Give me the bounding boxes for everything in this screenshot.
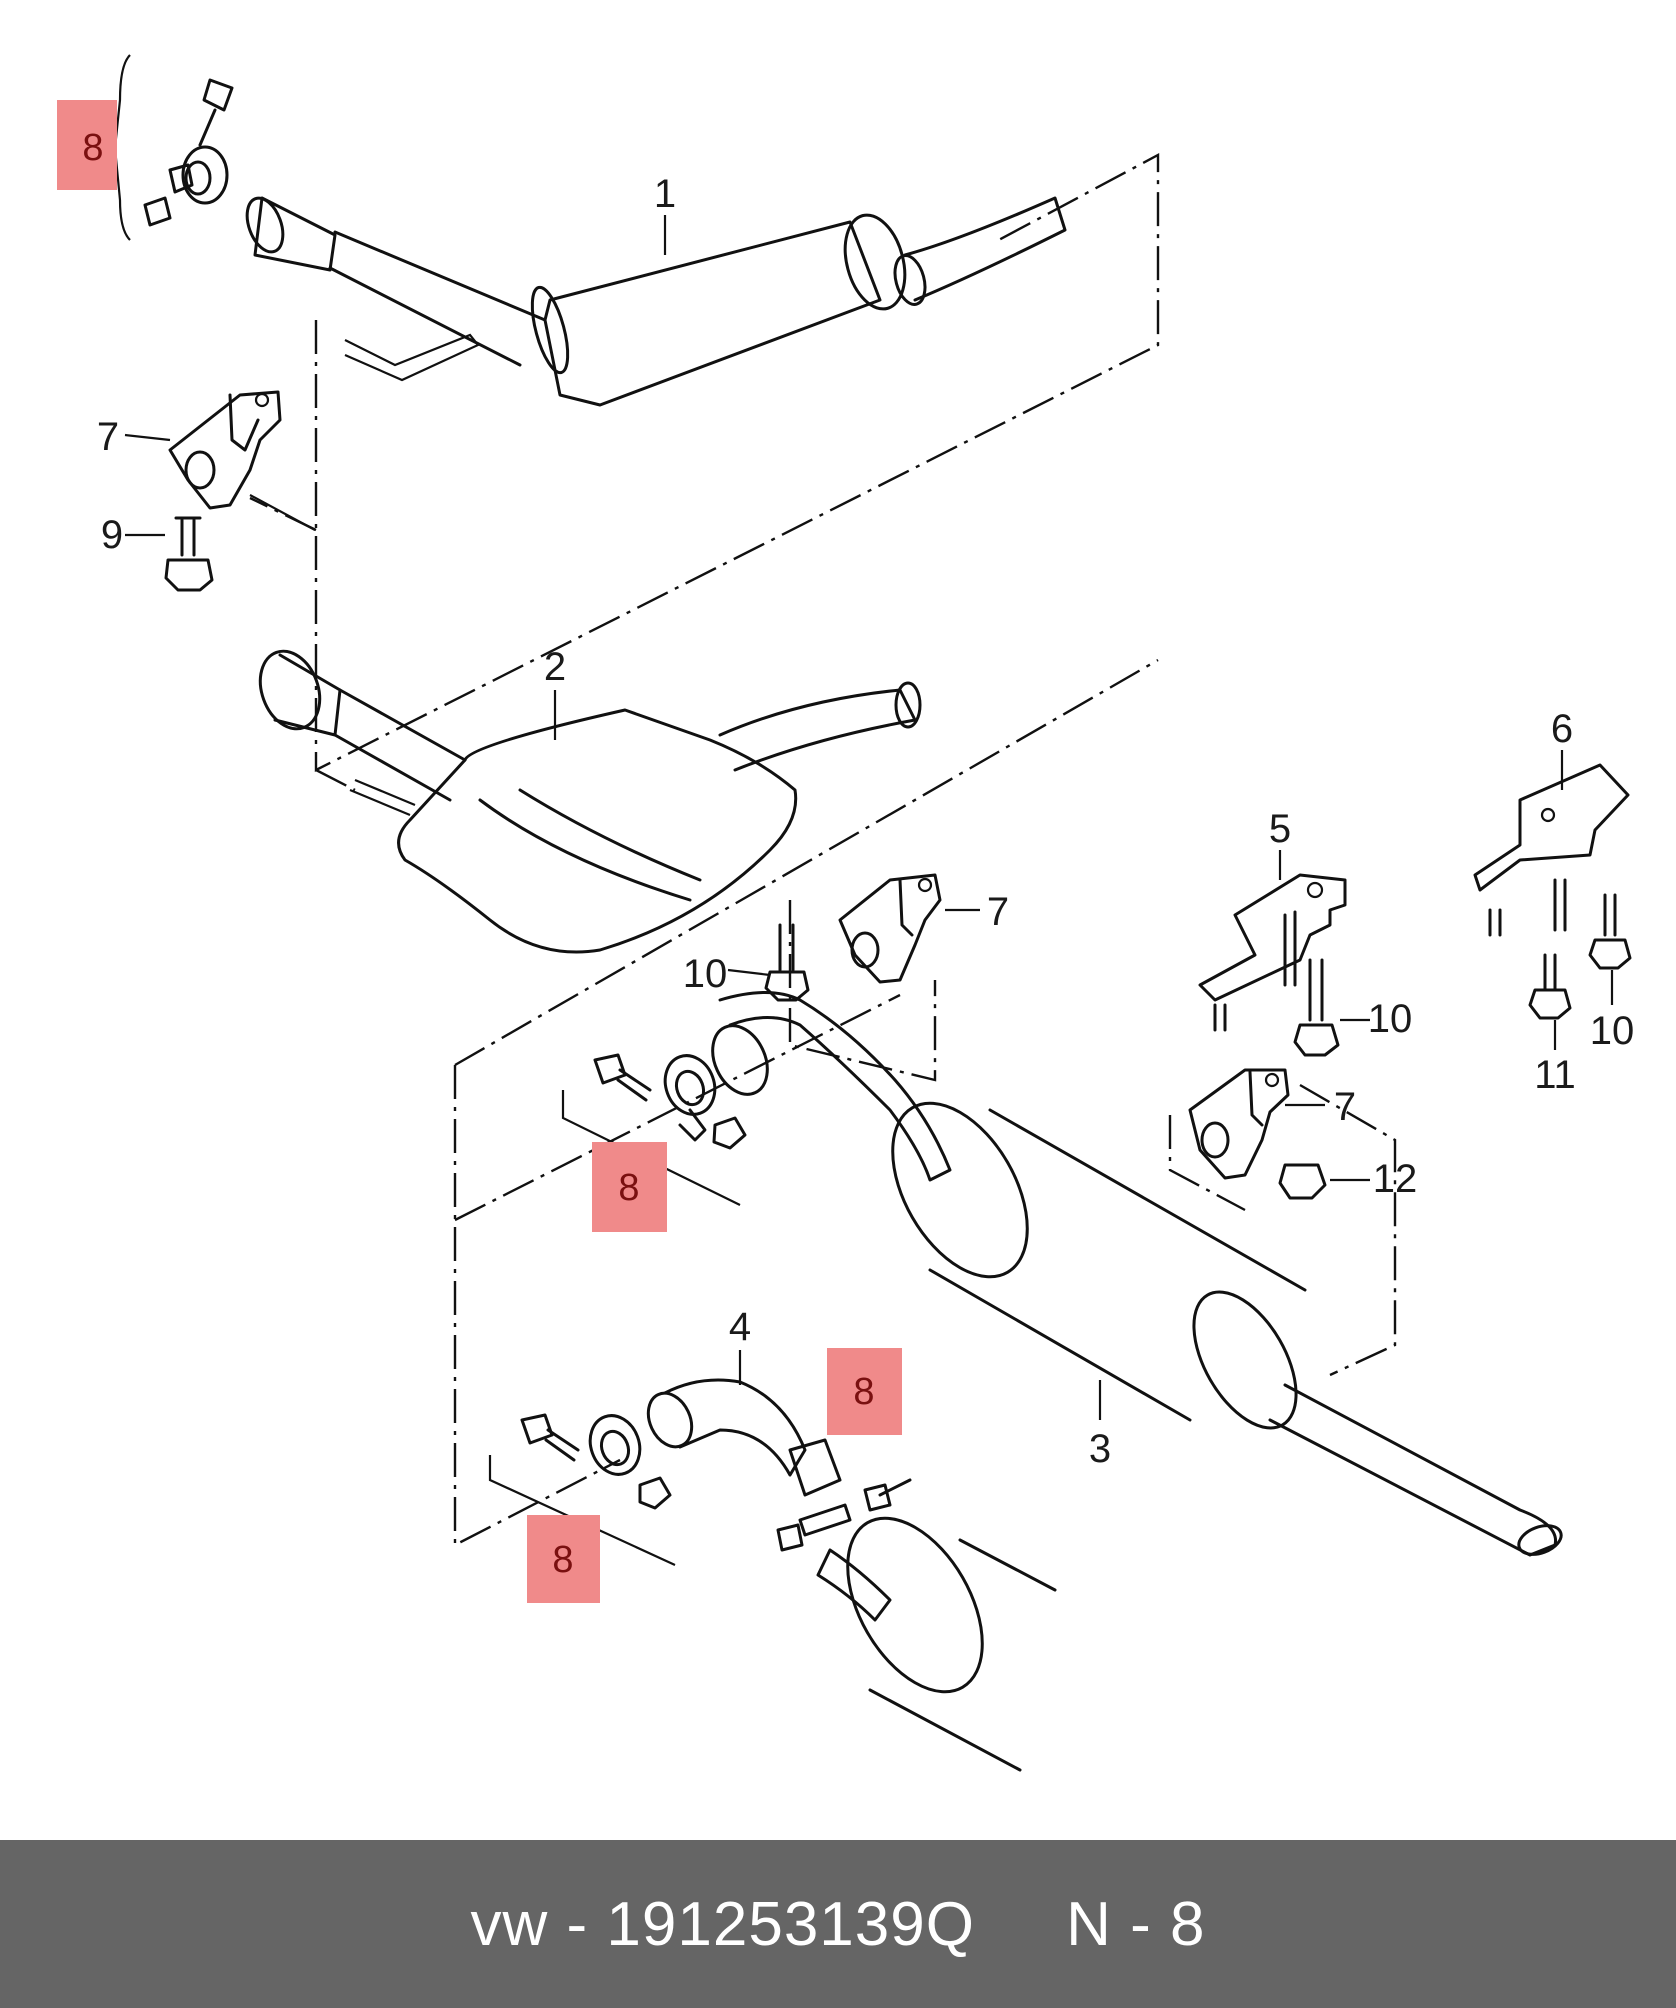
part-4-connecting-pipe — [646, 1378, 1057, 1772]
part-5-bracket — [1198, 873, 1347, 1057]
callout-10-bracket-6: 10 — [1590, 1009, 1635, 1053]
highlight-8-right: 8 — [827, 1348, 902, 1435]
callout-7-middle: 7 — [987, 890, 1009, 934]
assembly-guide-lines — [249, 152, 1397, 1547]
exhaust-diagram: 1 2 3 4 5 6 7 7 7 9 10 10 10 10 11 12 8 … — [57, 54, 1634, 1772]
highlight-8-lower: 8 — [527, 1515, 600, 1603]
brand-label: vw — [470, 1889, 549, 1959]
diagram-position: N - 8 — [1066, 1889, 1206, 1959]
footer-caption: vw - 191253139Q N - 8 — [471, 1889, 1206, 1960]
clamp-middle — [561, 1053, 747, 1206]
leader-lines — [124, 215, 1614, 1420]
callout-1: 1 — [654, 172, 676, 216]
part-1-front-muffler — [245, 196, 1067, 407]
callout-7-lower: 7 — [1334, 1085, 1356, 1129]
svg-text:8: 8 — [618, 1167, 639, 1209]
highlight-8-middle: 8 — [592, 1142, 667, 1232]
callout-labels: 1 2 3 4 5 6 7 7 7 9 10 10 10 10 11 12 — [97, 172, 1634, 1471]
svg-text:8: 8 — [853, 1371, 874, 1413]
callout-9: 9 — [101, 513, 123, 557]
callout-2: 2 — [544, 645, 566, 689]
part-6-bracket — [1473, 763, 1632, 1020]
callout-12: 12 — [1373, 1157, 1418, 1201]
callout-11: 11 — [1534, 1053, 1576, 1097]
hanger-7-middle — [764, 873, 942, 1002]
separator: - — [566, 1889, 589, 1959]
hanger-7-top — [164, 390, 316, 592]
callout-4: 4 — [729, 1305, 751, 1349]
callout-7-top: 7 — [97, 415, 119, 459]
exhaust-parts-drawing: 1 2 3 4 5 6 7 7 7 9 10 10 10 10 11 12 8 … — [57, 54, 1634, 1772]
hanger-7-lower — [1188, 1068, 1327, 1200]
callout-10-middle: 10 — [683, 952, 728, 996]
callout-5: 5 — [1269, 807, 1291, 851]
callout-10-bracket-5: 10 — [1368, 997, 1413, 1041]
part-2-middle-silencer — [258, 649, 922, 954]
part-number: 191253139Q — [606, 1889, 975, 1959]
part-number-footer: vw - 191253139Q N - 8 — [0, 1840, 1676, 2008]
callout-6: 6 — [1551, 707, 1573, 751]
svg-text:8: 8 — [82, 127, 103, 169]
clamp-top — [113, 54, 234, 241]
callout-3: 3 — [1089, 1427, 1111, 1471]
svg-text:8: 8 — [552, 1539, 573, 1581]
clamp-lower — [488, 1413, 676, 1566]
part-3-rear-muffler — [711, 991, 1563, 1557]
highlight-8-top-left: 8 — [57, 100, 117, 190]
